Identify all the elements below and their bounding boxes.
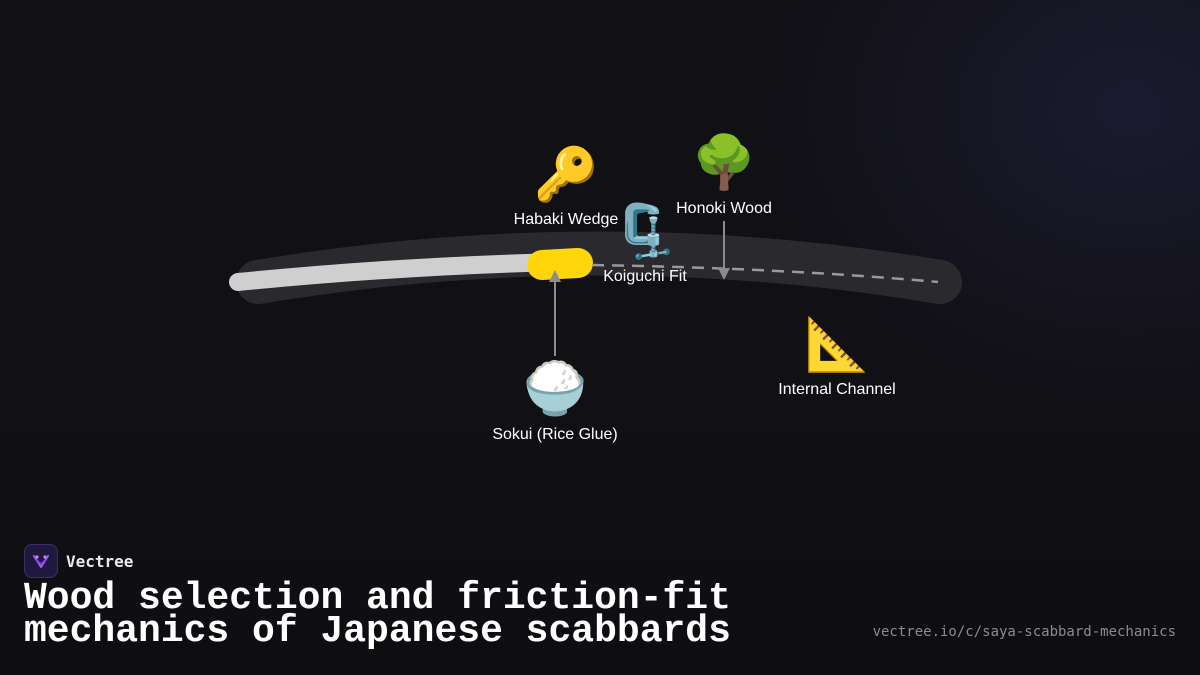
rice-bowl-icon: 🍚 [522, 359, 588, 419]
clamp-icon: 🗜️ [612, 202, 678, 262]
node-label-honoki-wood: Honoki Wood [676, 200, 772, 217]
habaki-highlight [527, 248, 593, 280]
node-label-internal-channel: Internal Channel [778, 381, 896, 398]
key-icon: 🔑 [533, 145, 599, 205]
node-label-habaki-wedge: Habaki Wedge [513, 211, 619, 228]
brand-name: Vectree [66, 551, 134, 571]
triangular-ruler-icon: 📐 [804, 315, 870, 375]
blade-segment [229, 253, 569, 291]
dashed-insertion-path [591, 263, 939, 284]
source-url: vectree.io/c/saya-scabbard-mechanics [872, 624, 1176, 640]
page-title: Wood selection and friction-fit mechanic… [24, 577, 731, 653]
deciduous-tree-icon: 🌳 [691, 133, 757, 193]
vectree-logo-icon [24, 544, 58, 578]
node-label-sokui: Sokui (Rice Glue) [492, 426, 618, 443]
brand: Vectree [24, 544, 133, 578]
node-label-koiguchi-fit: Koiguchi Fit [603, 268, 687, 285]
